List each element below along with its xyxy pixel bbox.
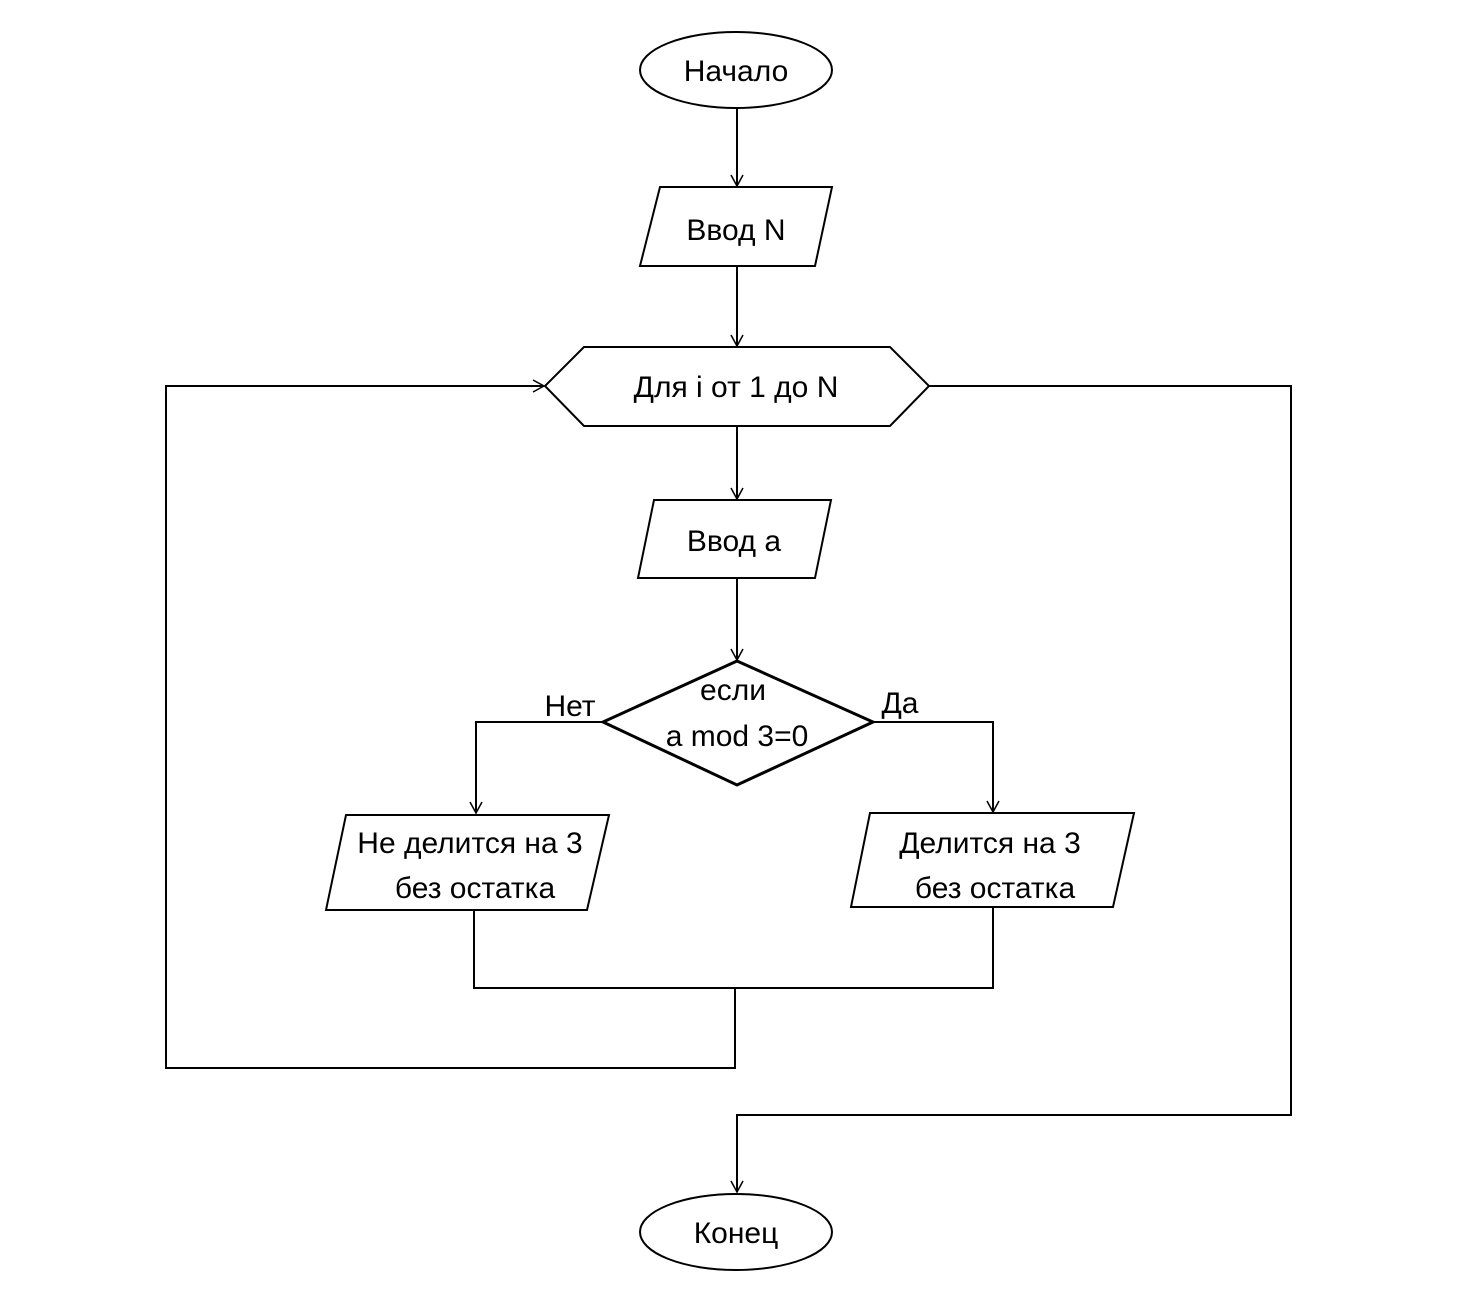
divisible-line1: Делится на 3 (899, 827, 1081, 860)
start-label: Начало (684, 55, 789, 88)
arrow-decision-no (469, 721, 603, 815)
arrow-decision-yes (873, 721, 1000, 814)
decision-label-line1: если (700, 674, 766, 707)
not-divisible-line1: Не делится на 3 (357, 827, 582, 860)
start-terminator: Начало (639, 31, 833, 109)
input-a-label: Ввод a (687, 525, 781, 558)
loop-label: Для i от 1 до N (634, 371, 839, 404)
input-n-label: Ввод N (686, 214, 785, 247)
divisible-line2: без остатка (915, 872, 1076, 905)
input-n-block: Ввод N (638, 186, 834, 267)
no-branch-label: Нет (544, 690, 595, 723)
input-a-block: Ввод a (636, 499, 833, 579)
not-divisible-line2: без остатка (395, 872, 556, 905)
not-divisible-output: Не делится на 3 без остатка (324, 814, 611, 911)
end-terminator: Конец (639, 1193, 833, 1271)
divisible-output: Делится на 3 без остатка (849, 812, 1136, 908)
yes-branch-label: Да (881, 687, 918, 720)
end-label: Конец (694, 1217, 779, 1250)
decision-block: если a mod 3=0 (599, 659, 877, 787)
loop-back-arrow (165, 379, 736, 1069)
decision-label-line2: a mod 3=0 (666, 720, 809, 753)
merge-line (473, 907, 994, 989)
loop-exit-arrow (730, 385, 1292, 1194)
loop-block: Для i от 1 до N (543, 346, 931, 427)
